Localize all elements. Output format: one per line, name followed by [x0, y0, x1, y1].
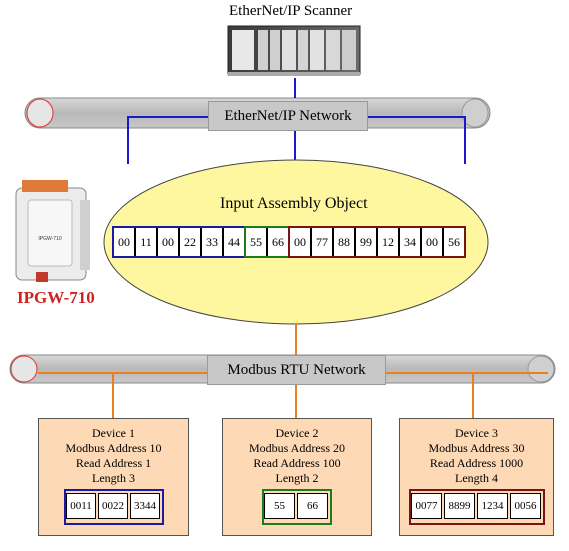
device-name: Device 1: [92, 426, 135, 440]
device-modbus-address: Modbus Address 20: [248, 441, 345, 455]
device-name: Device 3: [455, 426, 498, 440]
device-value-cell: 8899: [444, 493, 475, 519]
assembly-group-1: [112, 226, 246, 258]
device-read-address: Read Address 1000: [429, 456, 524, 470]
gateway-device-image: [15, 180, 90, 282]
device-value-cell: 55: [264, 493, 295, 519]
ethernet-network-label: EtherNet/IP Network: [208, 101, 368, 131]
device-modbus-address: Modbus Address 30: [428, 441, 525, 455]
device-value-cell: 0056: [510, 493, 541, 519]
assembly-byte-cell: 33: [201, 227, 223, 257]
scanner-chassis-image: [227, 25, 361, 76]
device-value-cell: 66: [297, 493, 328, 519]
assembly-byte-cell: 00: [157, 227, 179, 257]
gateway-device-text: IPGW-710: [38, 236, 61, 242]
device-value-group: [262, 489, 332, 525]
device-length: Length 2: [275, 471, 319, 485]
device-value-group: [409, 489, 545, 525]
device-value-group: [64, 489, 164, 525]
gateway-name: IPGW-710: [17, 288, 95, 307]
modbus-network-label: Modbus RTU Network: [207, 355, 386, 385]
assembly-byte-cell: 00: [421, 227, 443, 257]
device-value-cell: 3344: [130, 493, 160, 519]
device-value-cell: 1234: [477, 493, 508, 519]
device-length: Length 3: [92, 471, 135, 485]
device-read-address: Read Address 1: [75, 456, 152, 470]
device-value-cell: 0022: [98, 493, 128, 519]
assembly-byte-cell: 88: [333, 227, 355, 257]
device-value-cell: 0011: [66, 493, 96, 519]
device-modbus-address: Modbus Address 10: [65, 441, 162, 455]
assembly-byte-cell: 44: [223, 227, 245, 257]
device-name: Device 2: [275, 426, 319, 440]
assembly-group-3: [288, 226, 466, 258]
device-read-address: Read Address 100: [253, 456, 341, 470]
device-length: Length 4: [455, 471, 498, 485]
assembly-title: Input Assembly Object: [220, 195, 368, 212]
device-value-cell: 0077: [411, 493, 442, 519]
assembly-group-2: [244, 226, 290, 258]
scanner-title: EtherNet/IP Scanner: [229, 3, 353, 19]
